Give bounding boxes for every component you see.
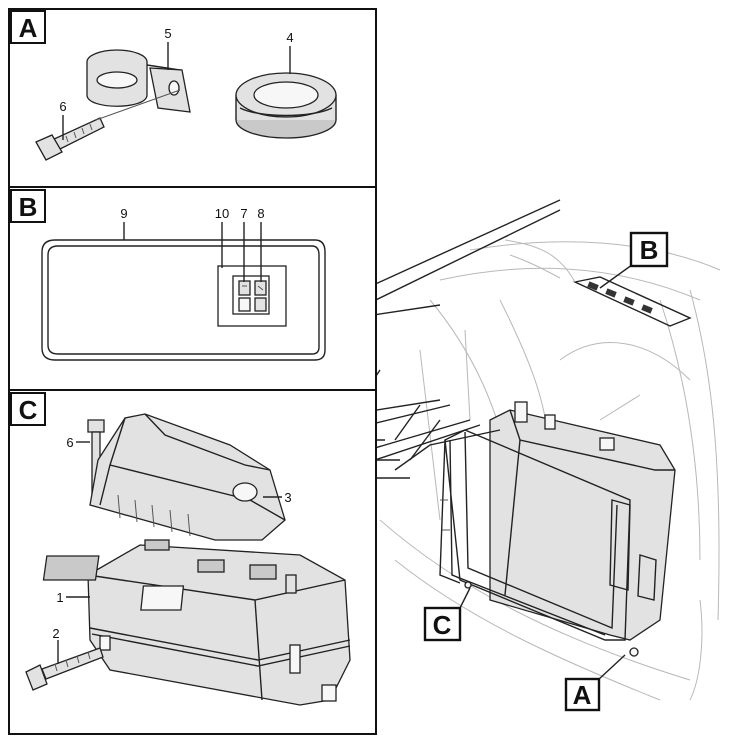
section-c-panel: C — [8, 389, 377, 735]
part-number-2: 2 — [52, 626, 59, 641]
part-number-6-c: 6 — [66, 435, 73, 450]
section-letter-c: C — [19, 395, 38, 425]
part-number-10: 10 — [215, 206, 229, 221]
section-letter-b: B — [19, 192, 38, 222]
overhead-panel — [41, 239, 326, 361]
callout-box-c: C — [423, 606, 462, 642]
bolt-c-bottom — [25, 647, 104, 691]
callout-letter-a: A — [573, 680, 592, 710]
part-number-7: 7 — [240, 206, 247, 221]
part-number-9: 9 — [120, 206, 127, 221]
part-number-3: 3 — [284, 490, 291, 505]
bolt-a — [35, 117, 105, 161]
roof-switch-strip — [504, 239, 692, 327]
cable-clip — [86, 49, 191, 113]
part-number-8: 8 — [257, 206, 264, 221]
part-number-6-a: 6 — [59, 99, 66, 114]
switch-7 — [238, 280, 251, 296]
section-b-panel: B 9 10 7 8 — [8, 186, 377, 391]
part-number-4: 4 — [286, 30, 293, 45]
section-letter-a: A — [19, 13, 38, 43]
callout-letter-c: C — [433, 610, 452, 640]
storage-box — [42, 539, 351, 706]
callout-letter-b: B — [640, 235, 659, 265]
grommet — [235, 72, 337, 139]
callout-box-b: B — [629, 231, 669, 268]
box-cover — [89, 413, 286, 541]
electrical-cabinet — [439, 401, 676, 657]
vehicle-interior-outline — [379, 241, 721, 701]
switch-bezel — [217, 265, 287, 327]
part-number-1: 1 — [56, 590, 63, 605]
callout-box-a: A — [564, 677, 601, 712]
section-a-panel: A 5 4 6 — [8, 8, 377, 188]
part-number-5: 5 — [164, 26, 171, 41]
